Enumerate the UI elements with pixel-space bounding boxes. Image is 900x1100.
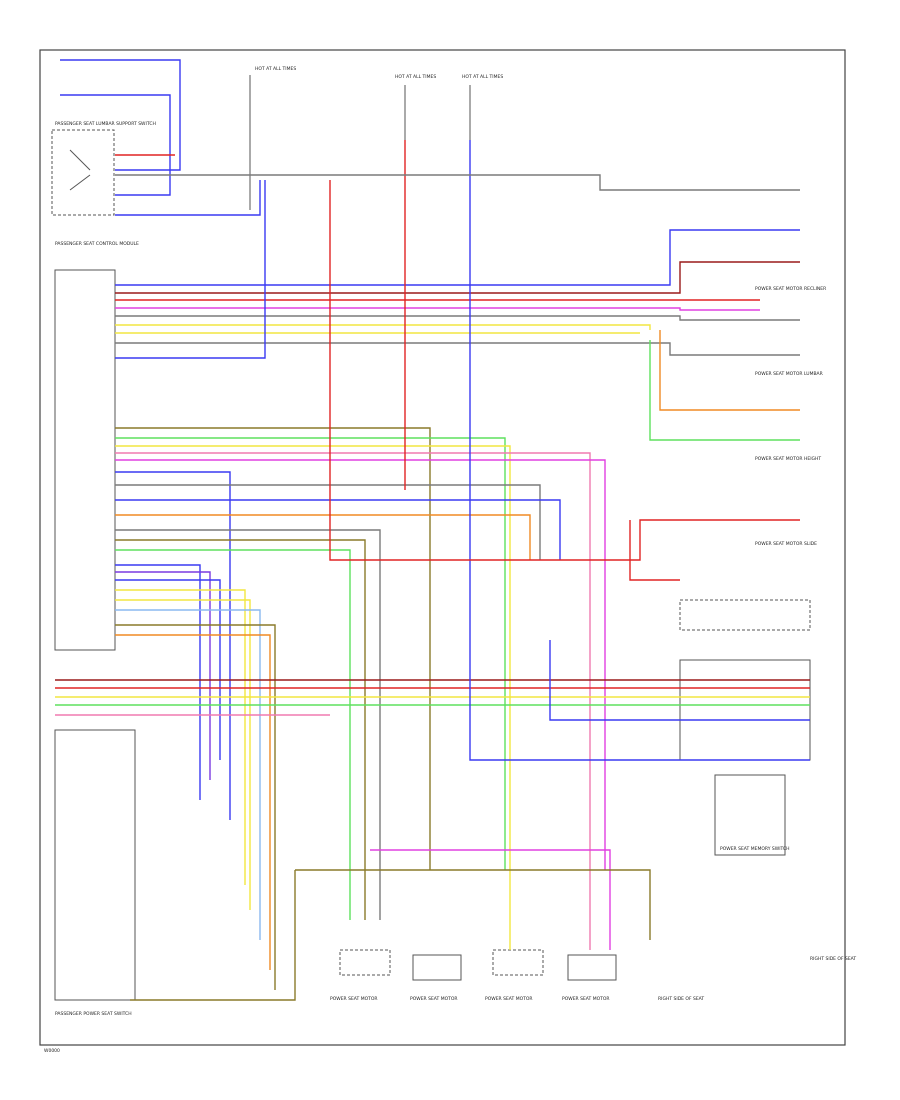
- motor-1-box: [339, 949, 391, 976]
- diagram-frame: [39, 49, 846, 1046]
- motor-3-box: [492, 949, 544, 976]
- wires-group: [55, 59, 810, 1001]
- ground-bottom-label: RIGHT SIDE OF SEAT: [658, 996, 704, 1002]
- wire-magenta: [370, 849, 611, 950]
- wire-blue: [115, 499, 561, 560]
- motor-4-box: [567, 954, 617, 981]
- relay-box: [679, 599, 811, 631]
- wire-yellow: [115, 445, 511, 950]
- lumbar-switch-contact: [69, 149, 91, 171]
- wire-olive: [115, 624, 276, 990]
- right-motor-label-3: POWER SEAT MOTOR HEIGHT: [755, 456, 821, 462]
- wire-olive: [130, 870, 296, 1001]
- footer-code: W0000: [44, 1048, 60, 1054]
- wire-light-blue: [115, 609, 261, 940]
- right-motor-label-4: POWER SEAT MOTOR SLIDE: [755, 541, 817, 547]
- fuse-c-label: HOT AT ALL TIMES: [462, 74, 503, 80]
- wire-yellow: [115, 599, 251, 910]
- wire-blue: [115, 564, 201, 800]
- right-motor-label-2: POWER SEAT MOTOR LUMBAR: [755, 371, 823, 377]
- wire-orange: [115, 514, 531, 560]
- power-seat-switch-label: PASSENGER POWER SEAT SWITCH: [55, 1011, 132, 1017]
- memory-connector-box: [679, 659, 811, 761]
- lumbar-switch-contact: [69, 174, 91, 191]
- wire-dark-red: [115, 261, 800, 294]
- wire-blue: [115, 229, 800, 286]
- wire-yellow: [115, 324, 651, 330]
- wire-gray: [115, 484, 541, 560]
- memory-switch-box: [714, 774, 786, 856]
- wire-blue: [549, 640, 810, 721]
- control-module-label: PASSENGER SEAT CONTROL MODULE: [55, 241, 139, 247]
- wire-orange: [659, 330, 800, 411]
- wire-olive: [115, 427, 431, 870]
- power-seat-switch-box: [54, 729, 136, 1001]
- wire-blue: [115, 180, 261, 216]
- wire-green: [115, 437, 506, 870]
- motor-2-label: POWER SEAT MOTOR: [410, 996, 458, 1002]
- ground-right-label: RIGHT SIDE OF SEAT: [810, 956, 856, 962]
- wire-orange: [115, 634, 271, 970]
- wire-blue: [60, 94, 171, 196]
- wire-violet: [115, 571, 211, 780]
- wire-olive: [115, 539, 366, 920]
- wire-blue: [60, 59, 181, 171]
- motor-1-label: POWER SEAT MOTOR: [330, 996, 378, 1002]
- wire-blue: [115, 579, 221, 760]
- right-motor-label-1: POWER SEAT MOTOR RECLINER: [755, 286, 826, 292]
- lumbar-switch-label: PASSENGER SEAT LUMBAR SUPPORT SWITCH: [55, 121, 156, 127]
- wire-blue: [115, 180, 266, 359]
- wire-magenta: [115, 307, 760, 311]
- wire-gray: [115, 315, 800, 321]
- wire-blue: [115, 471, 231, 820]
- wire-red: [629, 520, 680, 581]
- wire-gray: [115, 174, 800, 191]
- memory-switch-label: POWER SEAT MEMORY SWITCH: [720, 846, 790, 852]
- wire-pink: [115, 452, 591, 950]
- wire-gray: [115, 529, 381, 920]
- control-module-box: [54, 269, 116, 651]
- wire-red: [329, 180, 800, 561]
- motor-4-label: POWER SEAT MOTOR: [562, 996, 610, 1002]
- motor-2-box: [412, 954, 462, 981]
- wire-gray: [115, 342, 800, 356]
- fuse-b-label: HOT AT ALL TIMES: [395, 74, 436, 80]
- wire-magenta: [115, 459, 606, 870]
- fuse-a-label: HOT AT ALL TIMES: [255, 66, 296, 72]
- wire-yellow: [115, 589, 246, 885]
- wire-blue: [469, 140, 810, 761]
- wire-olive: [295, 869, 651, 940]
- wire-green: [115, 549, 351, 920]
- motor-3-label: POWER SEAT MOTOR: [485, 996, 533, 1002]
- wire-green: [649, 340, 800, 441]
- lumbar-switch-box: [51, 129, 115, 216]
